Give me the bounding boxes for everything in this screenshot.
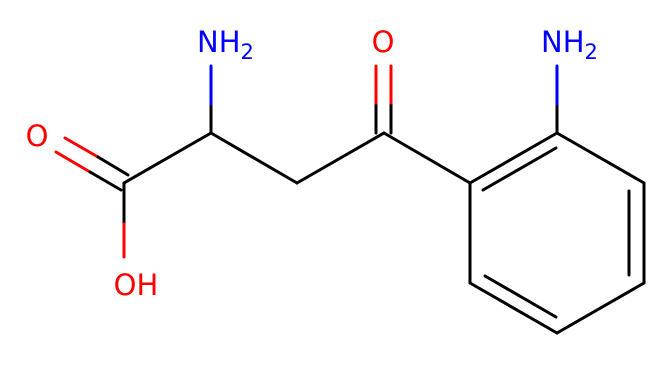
aryl-amine-label: NH2 [541,25,598,64]
chain-bond-c1-c2 [122,131,213,185]
chain-bond-c2-c3 [209,131,299,185]
ketone-carbonyl-bond [374,64,393,135]
benzene-ring [468,131,646,335]
acid-carbonyl-oxygen-label: O [26,119,49,153]
alpha-amine-label: NH2 [197,25,254,64]
ketone-ring-bond [382,131,472,185]
acid-hydroxyl-label: OH [114,268,159,302]
ketone-oxygen-label: O [372,25,395,59]
acid-carbonyl-bond [54,136,130,192]
chain-bond-c3-c4 [295,131,386,185]
